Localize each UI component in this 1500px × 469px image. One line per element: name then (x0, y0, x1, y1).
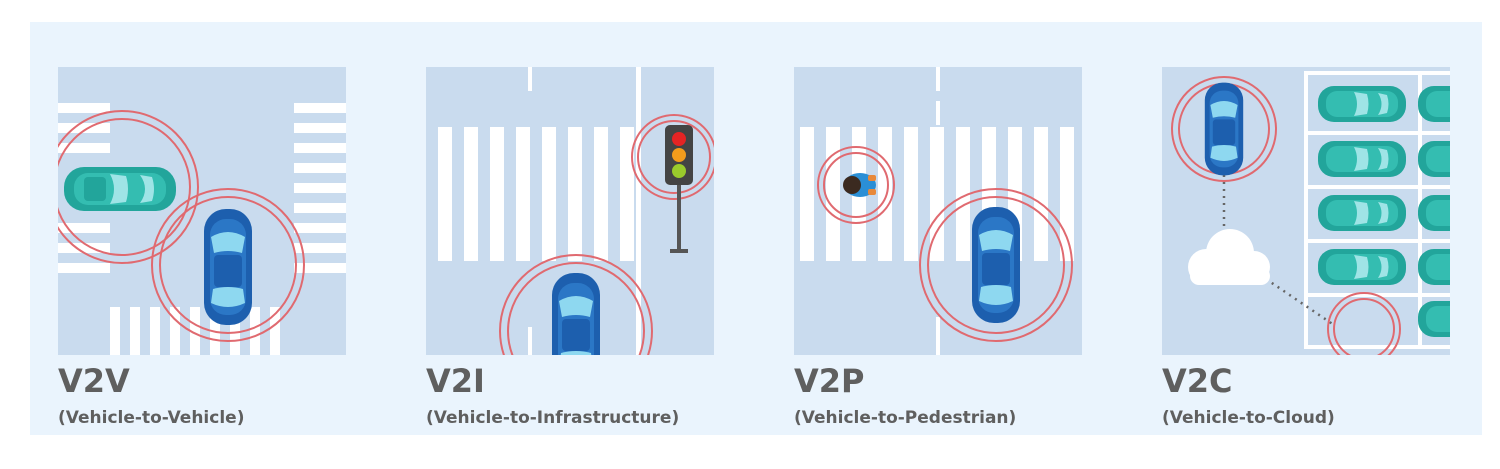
card-v2c: V2C (Vehicle-to-Cloud) (1162, 67, 1450, 427)
parked-car-icon (1418, 141, 1450, 177)
item-code: V2I (426, 362, 485, 400)
v2i-illustration (426, 67, 714, 355)
parked-car-icon (1318, 249, 1406, 285)
parked-car-icon (1418, 195, 1450, 231)
teal-car-icon (64, 167, 176, 211)
blue-car-icon (972, 207, 1020, 323)
diagram-panel: V2V (Vehicle-to-Vehicle) (30, 22, 1482, 435)
item-description: (Vehicle-to-Pedestrian) (794, 408, 1017, 428)
v2v-illustration (58, 67, 346, 355)
item-description: (Vehicle-to-Cloud) (1162, 408, 1335, 428)
v2c-illustration (1162, 67, 1450, 355)
blue-car-icon (552, 273, 600, 355)
item-description: (Vehicle-to-Vehicle) (58, 408, 245, 428)
parked-car-icon (1318, 86, 1406, 122)
item-code: V2P (794, 362, 865, 400)
parked-car-icon (1318, 195, 1406, 231)
item-description: (Vehicle-to-Infrastructure) (426, 408, 680, 428)
pedestrian-icon (843, 173, 876, 197)
blue-car-icon (1204, 82, 1244, 176)
cloud-icon (1188, 229, 1270, 285)
card-v2p: V2P (Vehicle-to-Pedestrian) (794, 67, 1082, 427)
parked-car-icon (1418, 86, 1450, 122)
item-code: V2C (1162, 362, 1233, 400)
card-v2i: V2I (Vehicle-to-Infrastructure) (426, 67, 714, 427)
parked-car-icon (1418, 249, 1450, 285)
card-v2v: V2V (Vehicle-to-Vehicle) (58, 67, 346, 427)
v2p-illustration (794, 67, 1082, 355)
parked-car-icon (1318, 141, 1406, 177)
parked-car-icon (1418, 301, 1450, 337)
traffic-light-icon (665, 125, 693, 253)
blue-car-icon (204, 209, 252, 325)
item-code: V2V (58, 362, 130, 400)
